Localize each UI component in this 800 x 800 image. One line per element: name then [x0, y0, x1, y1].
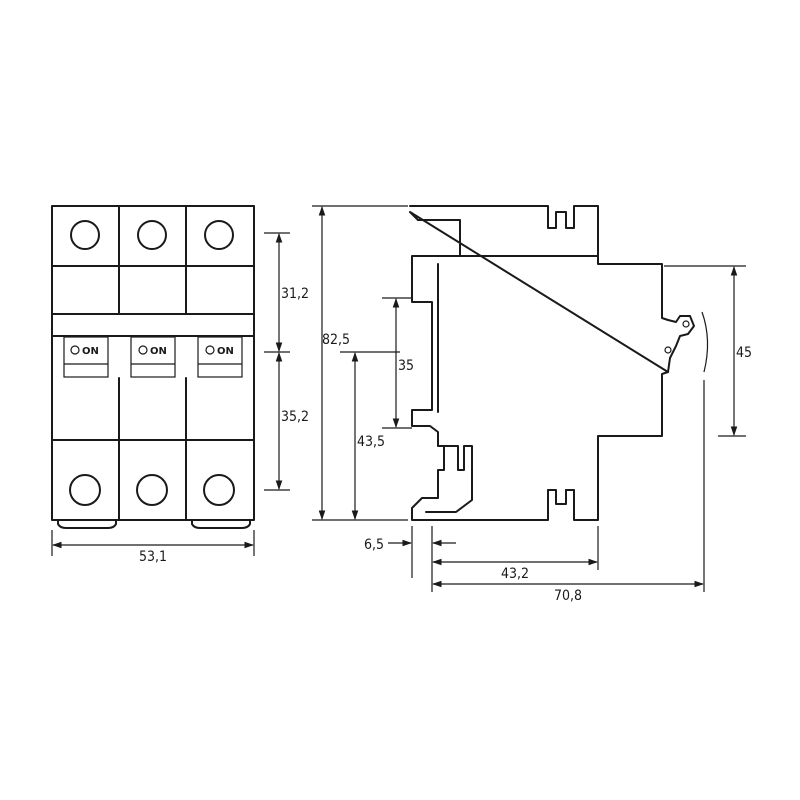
front-width-dimension: 53,1 [51, 530, 255, 565]
toggle-lever-side [664, 311, 709, 373]
dim-label-body-depth: 43,2 [501, 566, 529, 582]
din-clip-detail [425, 445, 473, 513]
dim-label-total-depth: 70,8 [554, 588, 582, 604]
terminal-screw-top-3 [204, 220, 234, 250]
terminal-screw-bottom-3 [203, 474, 235, 506]
front-housing-outline [51, 205, 255, 521]
dim-label-offset: 6,5 [364, 537, 384, 553]
dim-label-total-height: 82,5 [322, 332, 350, 348]
side-view [409, 205, 709, 521]
dim-label-front-lower: 35,2 [281, 409, 309, 425]
din-foot-left [57, 519, 117, 529]
din-foot-right [191, 519, 251, 529]
front-height-dimensions: 31,2 35,2 [264, 232, 309, 491]
switch-on-label-1: ON [82, 346, 99, 357]
terminal-screw-top-1 [70, 220, 100, 250]
dim-label-rail-span: 35 [398, 358, 414, 374]
front-view: ON ON ON [51, 205, 255, 529]
toggle-window-2: ON [130, 336, 176, 378]
terminal-screw-bottom-2 [136, 474, 168, 506]
dim-label-toggle-height: 45 [736, 345, 752, 361]
toggle-window-3: ON [197, 336, 243, 378]
side-depth-dimensions: 6,5 43,2 70,8 [364, 380, 705, 604]
side-height-dimensions: 82,5 35 43,5 45 [312, 205, 752, 521]
terminal-screw-bottom-1 [69, 474, 101, 506]
switch-on-label-3: ON [217, 346, 234, 357]
switch-on-label-2: ON [150, 346, 167, 357]
dim-label-front-upper: 31,2 [281, 286, 309, 302]
toggle-window-1: ON [63, 336, 109, 378]
terminal-screw-top-2 [137, 220, 167, 250]
side-housing-outline [409, 205, 669, 521]
dim-label-rail-to-base: 43,5 [357, 434, 385, 450]
dim-label-front-width: 53,1 [139, 549, 167, 565]
